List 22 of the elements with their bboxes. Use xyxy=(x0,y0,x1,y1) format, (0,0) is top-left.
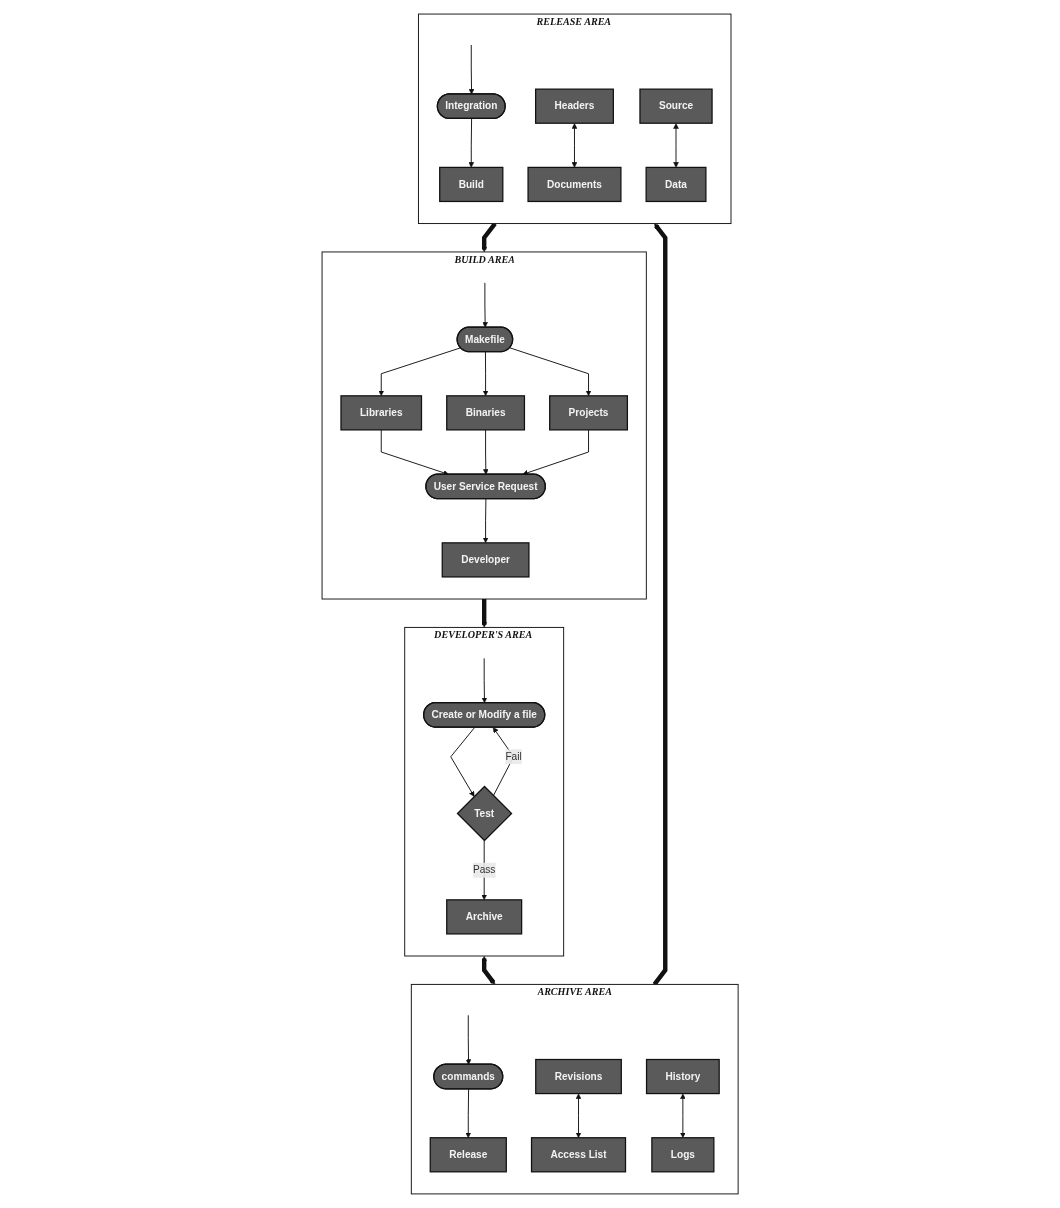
node-box: Revisions xyxy=(535,1058,622,1095)
node-diamond: Test xyxy=(456,785,513,842)
node-box: Build xyxy=(439,166,504,203)
node-box: Developer xyxy=(441,542,530,578)
node-box: Access List xyxy=(530,1137,627,1173)
node-box: Release xyxy=(429,1137,507,1173)
node-box: Documents xyxy=(527,166,622,203)
arrow xyxy=(652,223,668,986)
node-box: History xyxy=(645,1058,720,1095)
arrow xyxy=(481,599,487,628)
edge-label: Pass xyxy=(472,864,496,876)
arrow xyxy=(481,956,496,985)
arrow xyxy=(481,222,497,253)
node-box: Source xyxy=(639,88,713,124)
node-box: Archive xyxy=(446,899,523,935)
node-box: Projects xyxy=(548,395,628,431)
node-box: Binaries xyxy=(446,395,525,431)
node-box: Headers xyxy=(534,88,614,124)
node-box: Data xyxy=(645,166,707,203)
node-box: Libraries xyxy=(340,395,423,431)
edge-label: Fail xyxy=(505,751,522,762)
node-box: Logs xyxy=(651,1137,715,1173)
